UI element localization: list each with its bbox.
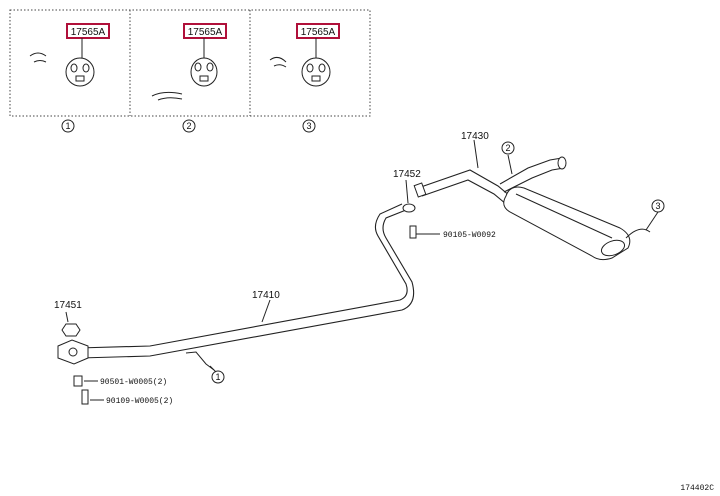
hanger-rod-1 [29, 52, 47, 63]
part-label-3: 17565A [301, 27, 336, 38]
callout-17452: 17452 [393, 169, 421, 180]
hanger-marker-3[interactable]: 3 [651, 199, 665, 213]
part-label-2: 17565A [188, 27, 223, 38]
front-nut[interactable] [73, 375, 98, 387]
front-hanger-bracket [185, 351, 215, 371]
rubber-hanger-3 [301, 57, 331, 87]
front-flange [57, 339, 89, 365]
marker-circle-1 [61, 119, 75, 133]
svg-text:2: 2 [505, 143, 510, 153]
rear-hanger-bracket [625, 228, 651, 239]
leader-marker-3 [645, 211, 659, 231]
callout-17451: 17451 [54, 300, 82, 311]
marker-circle-2 [182, 119, 196, 133]
part-label-box-3 [296, 23, 340, 39]
hanger-marker-2[interactable]: 2 [501, 141, 515, 155]
muffler [503, 186, 631, 261]
marker-circle-3 [302, 119, 316, 133]
callout-90109: 90109-W0005(2) [106, 397, 173, 406]
svg-text:1: 1 [215, 372, 220, 382]
part-label-1: 17565A [71, 27, 106, 38]
panels-frame [9, 9, 371, 117]
leader-17451 [65, 311, 69, 323]
callout-90105: 90105-W0092 [443, 231, 496, 240]
detail-panel-3[interactable]: 17565A 3 [269, 23, 340, 133]
rear-gasket[interactable] [402, 179, 416, 213]
part-label-box-1 [66, 23, 110, 39]
part-label-box-2 [183, 23, 227, 39]
callout-17410: 17410 [252, 290, 280, 301]
leader-17430 [473, 139, 479, 169]
hanger-rod-2 [151, 91, 183, 101]
tail-outlet [600, 239, 626, 257]
leader-17410 [261, 299, 271, 323]
rear-bolt[interactable] [409, 225, 440, 239]
exhaust-pipe-front[interactable] [57, 203, 415, 371]
detail-panel-1[interactable]: 17565A 1 [29, 23, 110, 133]
front-gasket[interactable] [61, 311, 81, 337]
marker-1: 1 [65, 121, 70, 131]
callout-17430: 17430 [461, 131, 489, 142]
rubber-hanger-2 [190, 57, 218, 87]
leader-marker-2 [507, 154, 513, 175]
diagram-id: 174402C [680, 484, 714, 493]
svg-text:3: 3 [655, 201, 660, 211]
rubber-hanger-1 [65, 57, 95, 87]
hanger-rod-3 [269, 56, 287, 68]
detail-panels: 17565A 1 17565A 2 [9, 9, 371, 133]
callout-90501: 90501-W0005(2) [100, 378, 167, 387]
detail-panel-2[interactable]: 17565A 2 [151, 23, 227, 133]
tailpipe-assembly[interactable] [413, 139, 659, 261]
leader-17452 [405, 179, 409, 204]
tailpipe-front-joint [413, 182, 427, 198]
marker-3: 3 [306, 121, 311, 131]
marker-2: 2 [186, 121, 191, 131]
front-bolt[interactable] [81, 389, 104, 405]
hanger-marker-1[interactable]: 1 [209, 365, 225, 384]
